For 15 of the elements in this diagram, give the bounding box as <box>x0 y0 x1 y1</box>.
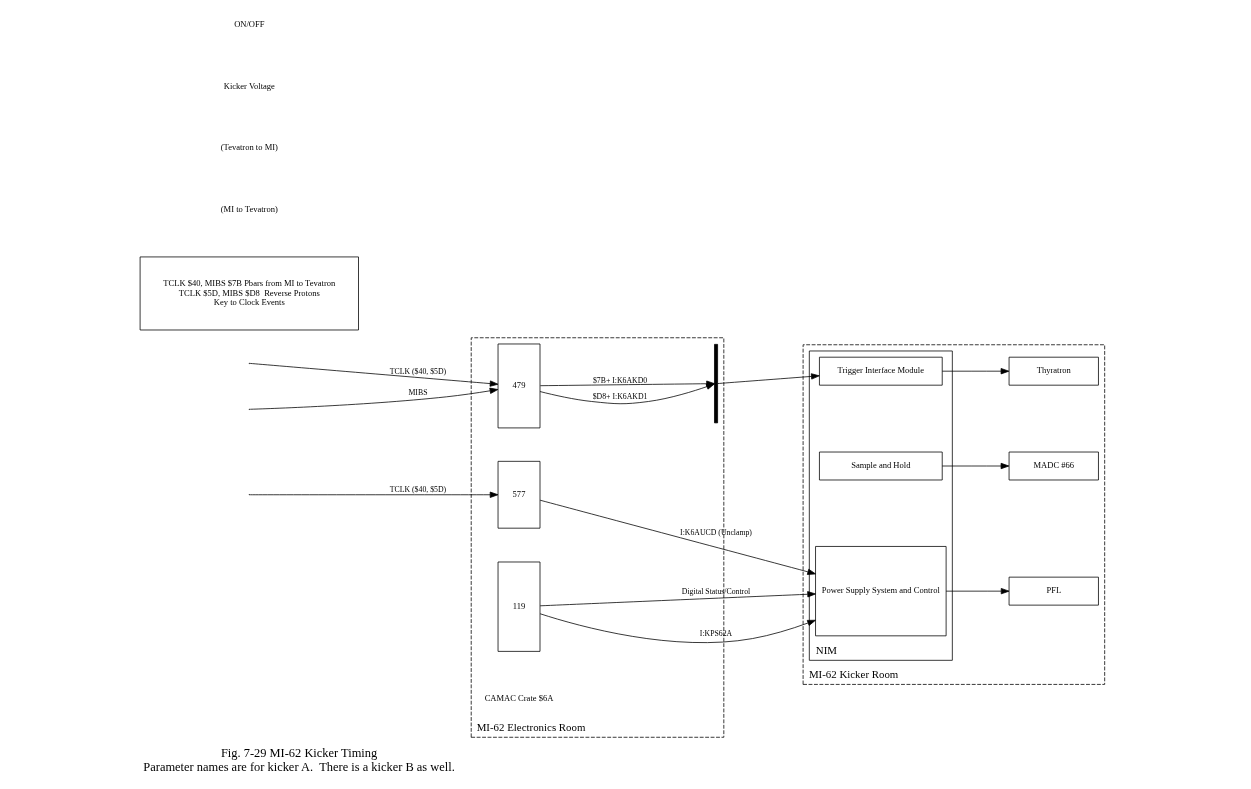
label: CAMAC Crate $6A <box>484 693 554 704</box>
label: ON/OFF <box>234 19 265 30</box>
diagram-title: Fig. 7-29 MI-62 Kicker Timing <box>220 745 378 760</box>
label: Kicker Voltage <box>223 80 275 91</box>
edge-label: $7B+ I:K6AKD0 <box>592 375 648 385</box>
caption: Parameter names are for kicker A. There is a kicker B as well. <box>143 759 455 774</box>
edge-label: TCLK ($40, $5D) <box>389 366 447 376</box>
edge-label: Digital Status/Control <box>681 587 751 597</box>
edge-label: $D8+ I:K6AKD1 <box>592 392 648 402</box>
edge-label: I:KPS62A <box>699 629 733 639</box>
edge-label: TCLK ($40, $5D) <box>389 485 447 495</box>
edge-label: MIBS <box>408 387 428 397</box>
label: (Tevatron to MI) <box>220 142 278 153</box>
label: (MI to Tevatron) <box>220 203 278 214</box>
edge-label: I:K6AUCD (Unclamp) <box>680 528 752 538</box>
